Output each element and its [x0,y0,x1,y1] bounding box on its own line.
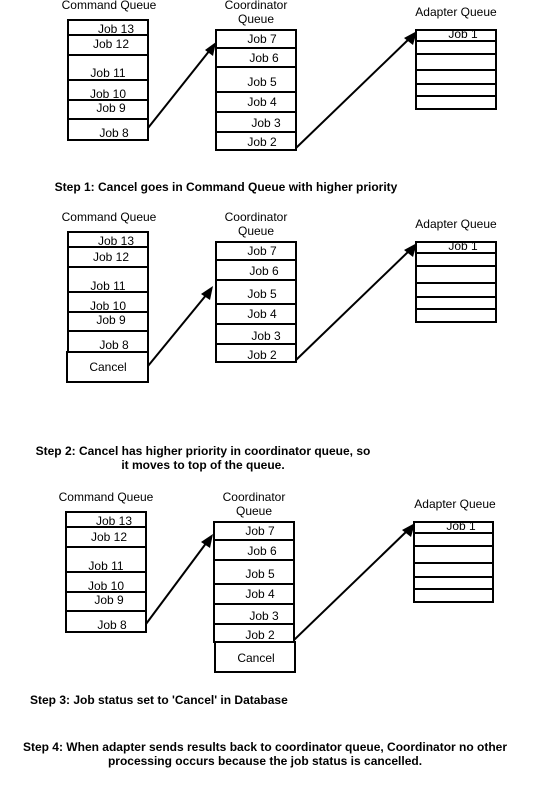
arrow-coordinator-to-adapter [295,37,411,149]
cancel-label: Cancel [237,651,274,665]
coordinator-queue: Job 7 Job 6 Job 5 Job 4 Job 3 Job 2 Canc… [213,521,296,673]
job-6-cell: Job 6 [249,51,279,65]
command-queue: Job 13 Job 12 Job 11 Job 10 Job 9 Job 8 [65,511,147,633]
arrowhead-icon [404,31,417,45]
coordinator-queue-title-line2: Queue [236,504,272,518]
job-12-cell: Job 12 [93,37,129,51]
arrow-command-to-coordinator [147,293,208,367]
job-9-cell: Job 9 [96,313,126,327]
step-2-caption-line1: Step 2: Cancel has higher priority in co… [36,444,371,458]
job-8-cell: Job 8 [97,618,127,632]
command-queue: Job 13 Job 12 Job 11 Job 10 Job 9 Job 8 … [66,231,149,383]
job-7-cell: Job 7 [245,524,275,538]
arrowhead-icon [402,523,415,537]
arrowhead-icon [201,286,213,300]
arrow-command-to-coordinator [147,49,211,129]
job-10-cell: Job 10 [90,87,126,101]
command-queue-title: Command Queue [62,210,157,224]
coordinator-queue-title-line1: Coordinator [225,210,288,224]
coordinator-queue-box [215,29,297,151]
command-queue: Job 13 Job 12 Job 11 Job 10 Job 9 Job 8 [67,19,149,141]
job-2-cell: Job 2 [247,135,277,149]
adapter-queue-title: Adapter Queue [415,217,497,231]
adapter-queue-title: Adapter Queue [415,5,497,19]
job-8-cell: Job 8 [99,338,129,352]
job-12-cell: Job 12 [93,250,129,264]
job-6-cell: Job 6 [247,544,277,558]
job-11-cell: Job 11 [88,559,123,573]
adapter-queue: Job 1 [415,239,497,323]
job-8-cell: Job 8 [99,126,129,140]
step2-diagram: Command Queue Coordinator Queue Adapter … [62,210,497,383]
arrowhead-icon [205,42,216,56]
job-3-cell: Job 3 [251,329,281,343]
job-1-cell: Job 1 [448,239,478,253]
job-11-cell: Job 11 [90,66,125,80]
job-7-cell: Job 7 [247,244,277,258]
job-2-cell: Job 2 [245,628,275,642]
job-7-cell: Job 7 [247,32,277,46]
adapter-queue-title: Adapter Queue [414,497,496,511]
job-10-cell: Job 10 [90,299,126,313]
job-11-cell: Job 11 [90,279,125,293]
coordinator-queue-box [213,521,295,643]
arrow-coordinator-to-adapter [293,529,409,641]
job-10-cell: Job 10 [88,579,124,593]
job-9-cell: Job 9 [96,101,126,115]
step-2-caption-line2: it moves to top of the queue. [121,458,284,472]
job-13-cell: Job 13 [98,234,134,248]
step-4-caption-line2: processing occurs because the job status… [108,754,422,768]
job-13-cell: Job 13 [98,22,134,36]
coordinator-queue: Job 7 Job 6 Job 5 Job 4 Job 3 Job 2 [215,241,297,363]
cancel-label: Cancel [89,360,126,374]
arrow-coordinator-to-adapter [295,249,411,361]
job-5-cell: Job 5 [245,567,275,581]
cancel-job-cell [66,351,149,383]
command-queue-title: Command Queue [62,0,157,12]
coordinator-queue: Job 7 Job 6 Job 5 Job 4 Job 3 Job 2 [215,29,297,151]
job-4-cell: Job 4 [247,95,277,109]
cancel-job-cell [214,641,296,673]
coordinator-queue-title-line1: Coordinator [225,0,288,12]
coordinator-queue-title-line2: Queue [238,224,274,238]
coordinator-queue-box [215,241,297,363]
job-6-cell: Job 6 [249,264,279,278]
job-5-cell: Job 5 [247,287,277,301]
adapter-queue: Job 1 [413,519,494,603]
job-12-cell: Job 12 [91,530,127,544]
adapter-queue: Job 1 [415,27,497,110]
step1-diagram: Command Queue Coordinator Queue Adapter … [62,0,497,151]
arrowhead-icon [201,534,213,548]
arrow-command-to-coordinator [145,541,208,625]
coordinator-queue-title-line1: Coordinator [223,490,286,504]
job-2-cell: Job 2 [247,348,277,362]
job-3-cell: Job 3 [251,116,281,130]
step-1-caption: Step 1: Cancel goes in Command Queue wit… [55,180,398,194]
job-9-cell: Job 9 [94,593,124,607]
job-5-cell: Job 5 [247,75,277,89]
step-3-caption: Step 3: Job status set to 'Cancel' in Da… [30,693,288,707]
coordinator-queue-title-line2: Queue [238,12,274,26]
job-3-cell: Job 3 [249,609,279,623]
step3-diagram: Command Queue Coordinator Queue Adapter … [59,490,496,673]
arrowhead-icon [404,243,417,257]
step-4-caption-line1: Step 4: When adapter sends results back … [23,740,507,754]
job-4-cell: Job 4 [245,587,275,601]
job-1-cell: Job 1 [446,519,476,533]
command-queue-title: Command Queue [59,490,154,504]
job-4-cell: Job 4 [247,307,277,321]
job-13-cell: Job 13 [96,514,132,528]
job-1-cell: Job 1 [448,27,478,41]
